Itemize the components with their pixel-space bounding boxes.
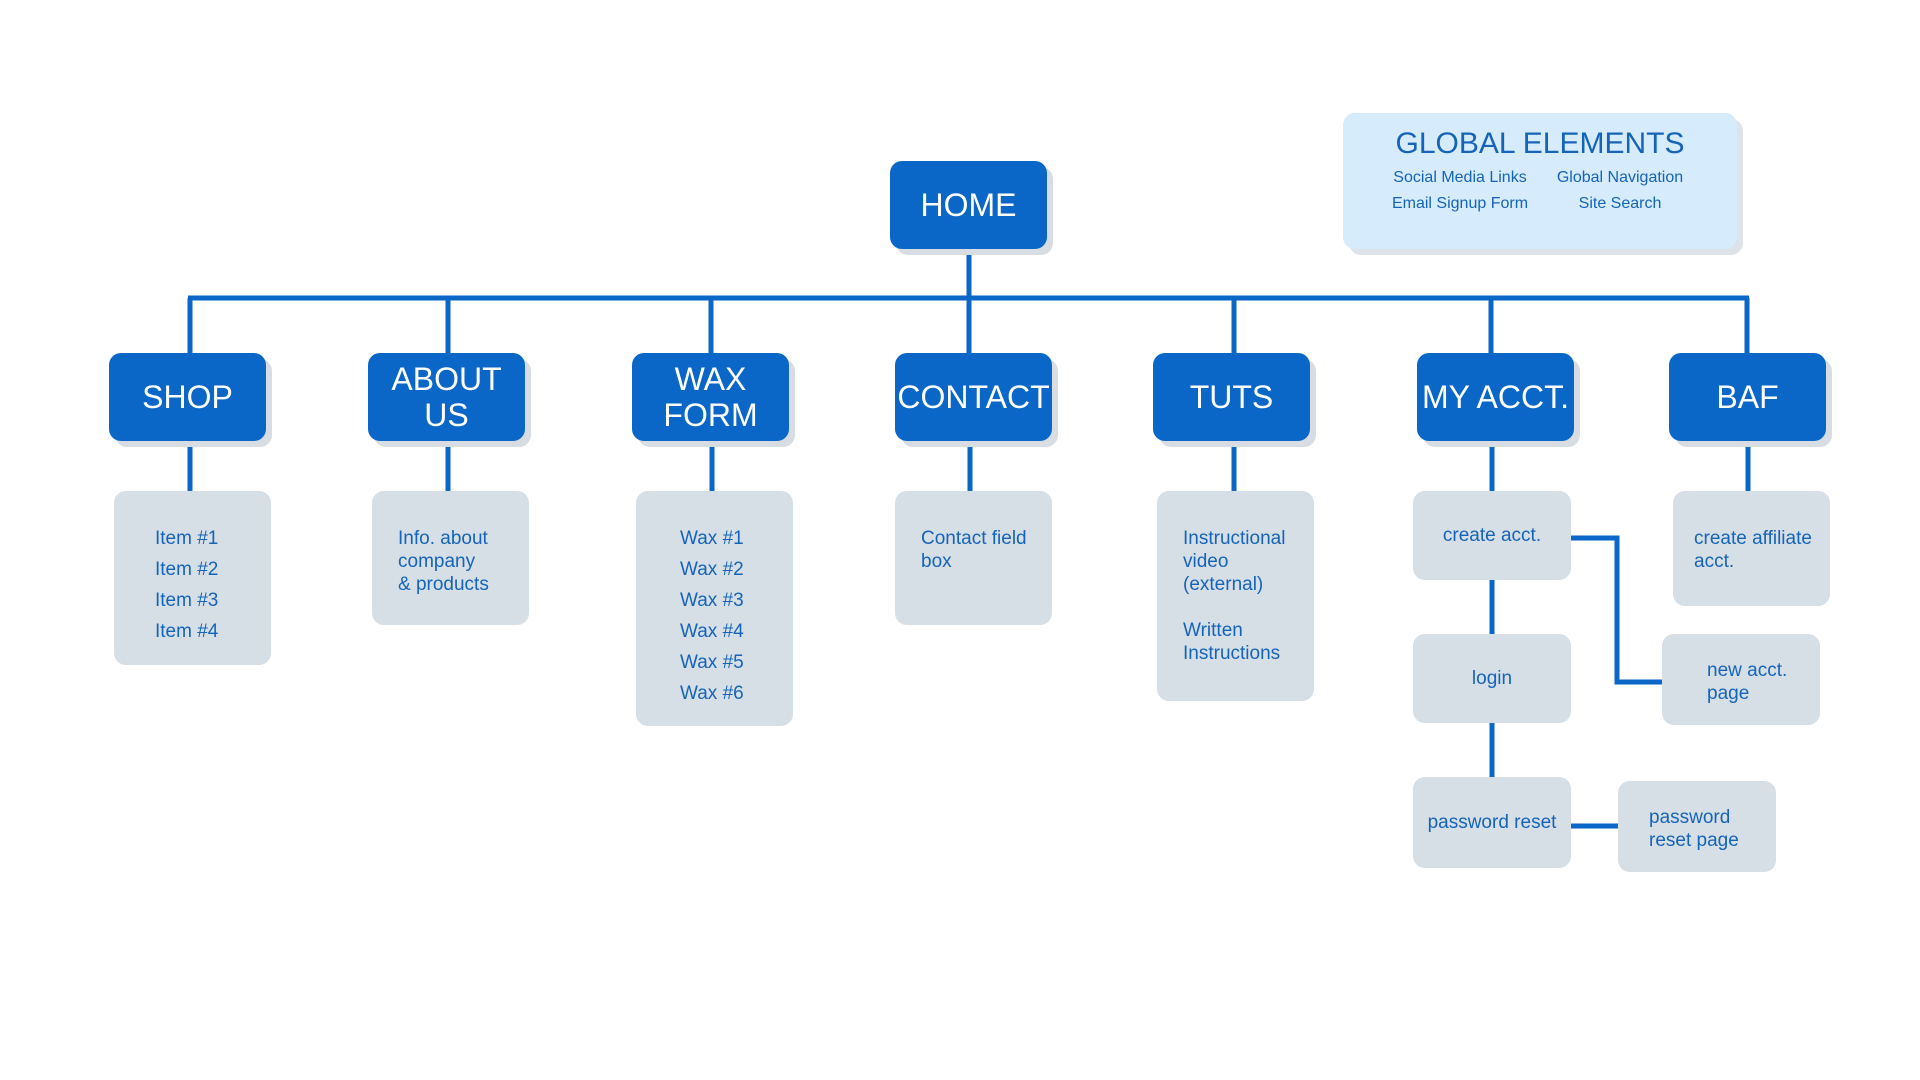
global-item-site-search: Site Search (1578, 195, 1662, 212)
password-reset-box: password reset (1413, 777, 1571, 868)
create-affiliate-acct-box: create affiliate acct. (1673, 491, 1830, 606)
node-baf-label: BAF (1716, 379, 1779, 415)
create-affiliate-acct-text: create affiliate acct. (1694, 528, 1812, 572)
shop-item-1: Item #1 (155, 528, 219, 549)
tuts-content-text: Instructional video (external) Written I… (1183, 528, 1286, 664)
global-item-email-signup-form: Email Signup Form (1391, 195, 1529, 212)
wax-item-2: Wax #2 (680, 559, 744, 580)
node-contact-label: CONTACT (897, 379, 1050, 415)
node-baf: BAF (1669, 353, 1826, 441)
node-my-acct-label: MY ACCT. (1422, 379, 1569, 415)
global-item-social-media-links: Social Media Links (1393, 169, 1527, 186)
shop-item-4: Item #4 (155, 621, 219, 642)
wax-item-3: Wax #3 (680, 590, 744, 611)
node-about-us-label: ABOUT US (391, 361, 502, 433)
node-my-acct: MY ACCT. (1417, 353, 1574, 441)
new-acct-page-box: new acct. page (1662, 634, 1820, 725)
wax-item-6: Wax #6 (680, 683, 744, 704)
wax-item-5: Wax #5 (680, 652, 744, 673)
global-item-global-navigation: Global Navigation (1556, 169, 1684, 186)
contact-field-box: Contact field box (895, 491, 1052, 625)
password-reset-text: password reset (1427, 812, 1557, 833)
global-elements-title: GLOBAL ELEMENTS (1395, 127, 1685, 160)
new-acct-page-text: new acct. page (1707, 660, 1788, 704)
shop-item-2: Item #2 (155, 559, 219, 580)
node-wax-form-label: WAX FORM (663, 361, 758, 433)
node-tuts: TUTS (1153, 353, 1310, 441)
wax-item-4: Wax #4 (680, 621, 744, 642)
node-shop-label: SHOP (142, 379, 233, 415)
login-text: login (1471, 668, 1513, 689)
node-wax-form: WAX FORM (632, 353, 789, 441)
wax-items-box: Wax #1 Wax #2 Wax #3 Wax #4 Wax #5 Wax #… (636, 491, 793, 726)
about-us-info-text: Info. about company & products (398, 528, 489, 595)
contact-field-text: Contact field box (921, 528, 1027, 572)
login-box: login (1413, 634, 1571, 723)
node-contact: CONTACT (895, 353, 1052, 441)
create-acct-text: create acct. (1442, 525, 1542, 546)
global-elements-box: GLOBAL ELEMENTS Social Media Links Globa… (1343, 113, 1737, 249)
about-us-info-box: Info. about company & products (372, 491, 529, 625)
wax-item-1: Wax #1 (680, 528, 744, 549)
node-home: HOME (890, 161, 1047, 249)
node-tuts-label: TUTS (1189, 379, 1274, 415)
shop-item-3: Item #3 (155, 590, 219, 611)
node-shop: SHOP (109, 353, 266, 441)
tuts-content-box: Instructional video (external) Written I… (1157, 491, 1314, 701)
shop-items-box: Item #1 Item #2 Item #3 Item #4 (114, 491, 271, 665)
create-acct-box: create acct. (1413, 491, 1571, 580)
password-reset-page-text: password reset page (1649, 807, 1739, 851)
password-reset-page-box: password reset page (1618, 781, 1776, 872)
node-about-us: ABOUT US (368, 353, 525, 441)
